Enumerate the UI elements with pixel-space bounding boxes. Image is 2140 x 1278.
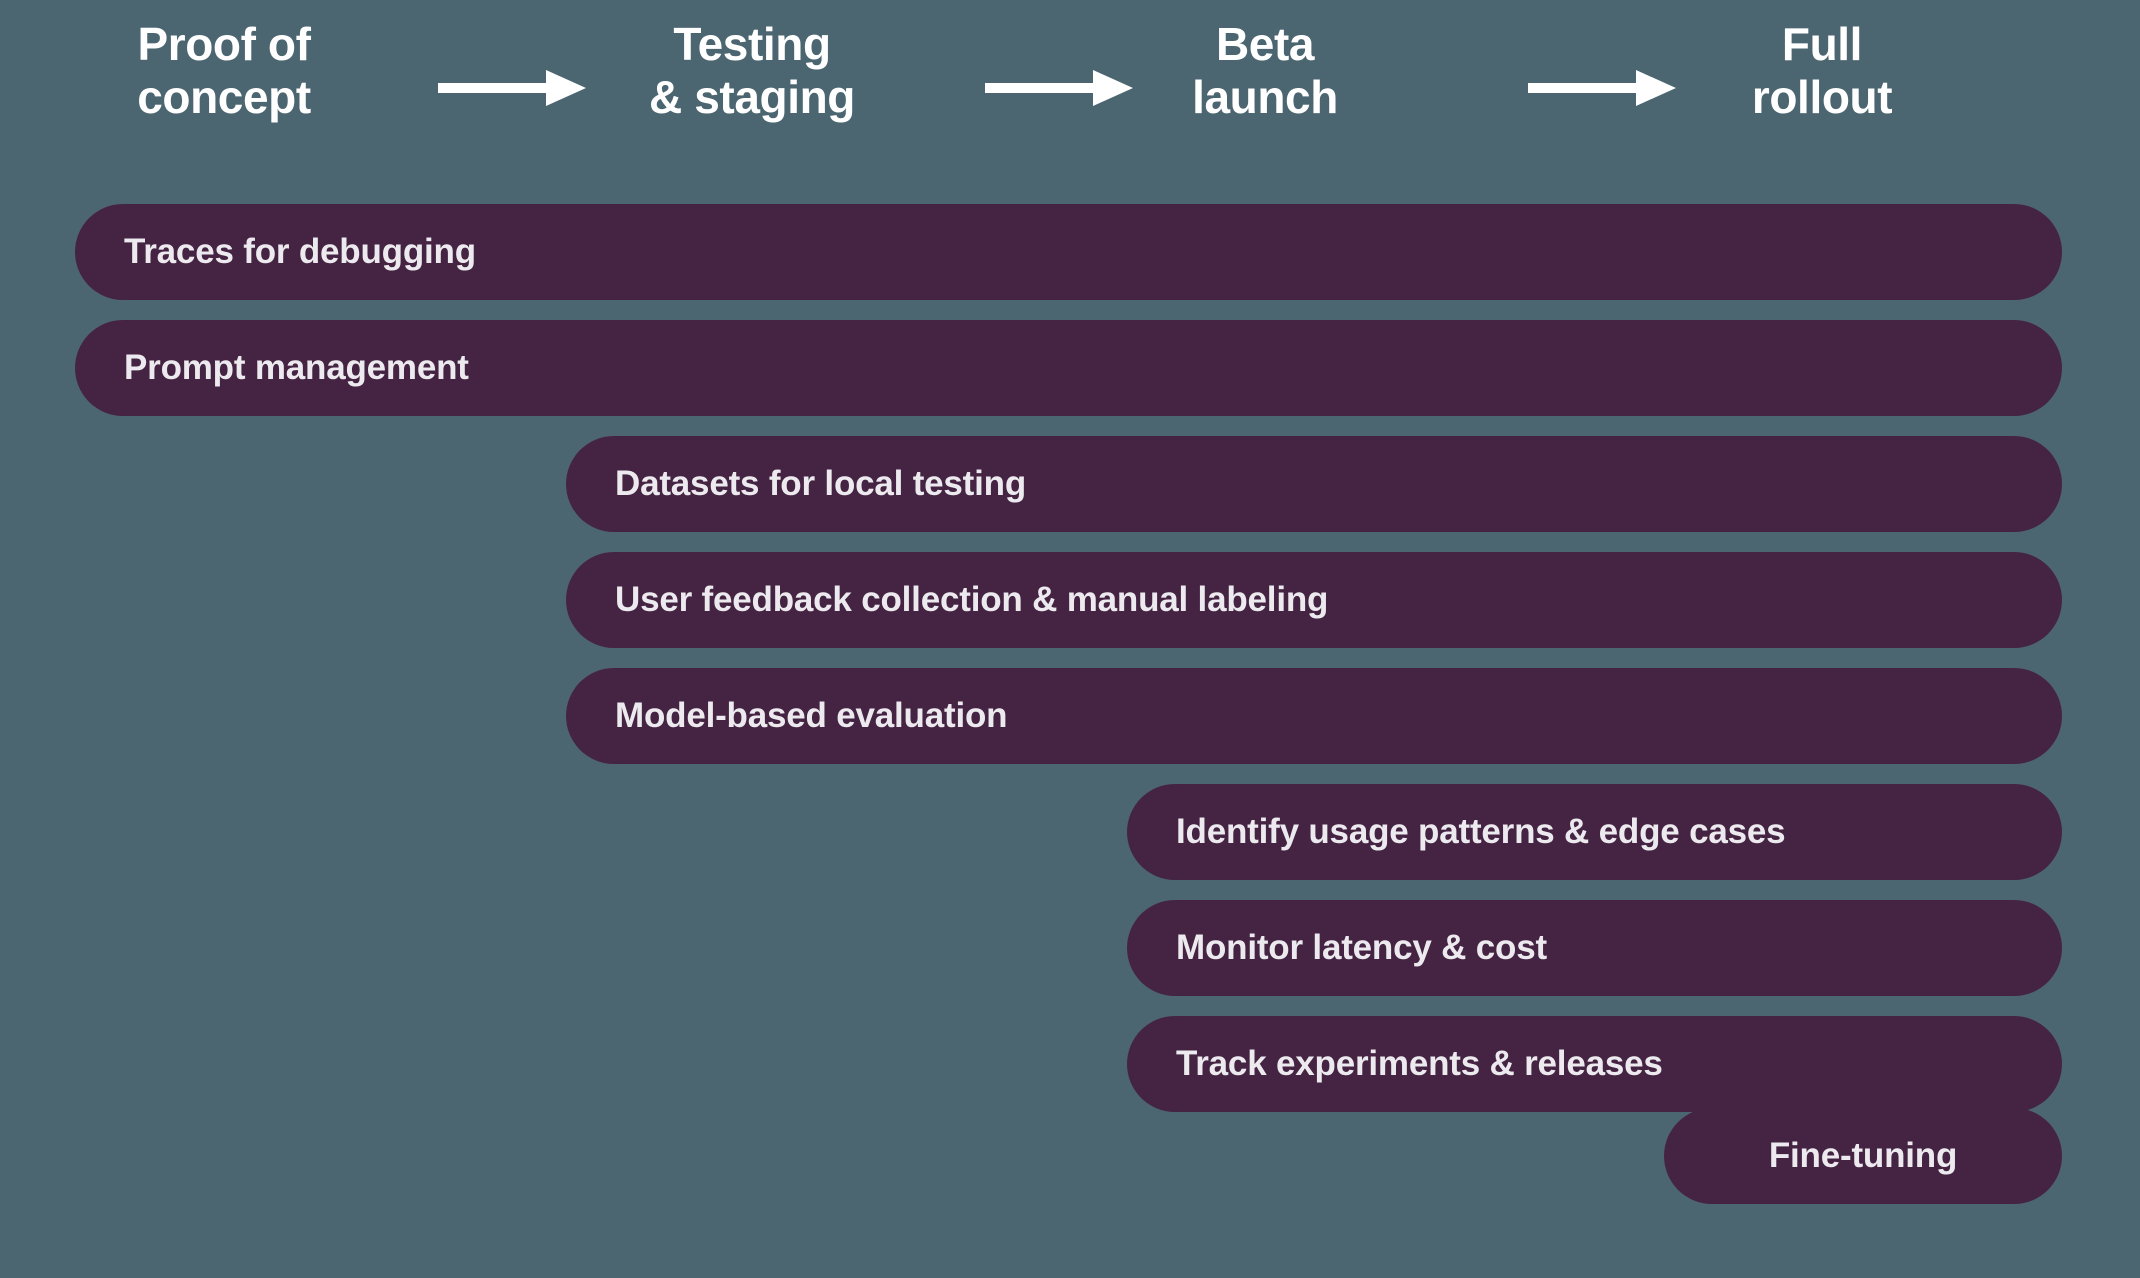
- capability-bar-label: Prompt management: [124, 348, 469, 387]
- arrow-right-icon: [1528, 66, 1676, 110]
- capability-bar-label: Monitor latency & cost: [1176, 928, 1547, 967]
- stage-label-beta-launch: Beta launch: [1192, 18, 1338, 124]
- capability-bar[interactable]: Track experiments & releases: [1127, 1016, 2062, 1112]
- capability-bar[interactable]: Traces for debugging: [75, 204, 2062, 300]
- capability-bar-label: User feedback collection & manual labeli…: [615, 580, 1329, 619]
- capability-bar[interactable]: Datasets for local testing: [566, 436, 2062, 532]
- capability-bar-label: Traces for debugging: [124, 232, 476, 271]
- capability-bar[interactable]: Prompt management: [75, 320, 2062, 416]
- capability-bar[interactable]: Monitor latency & cost: [1127, 900, 2062, 996]
- capability-bar-label: Identify usage patterns & edge cases: [1176, 812, 1786, 851]
- arrow-right-icon: [438, 66, 586, 110]
- capability-bar[interactable]: Fine-tuning: [1664, 1108, 2062, 1204]
- capability-bar-label: Track experiments & releases: [1176, 1044, 1663, 1083]
- capability-bar-label: Model-based evaluation: [615, 696, 1008, 735]
- stage-label-proof-of-concept: Proof of concept: [137, 18, 311, 124]
- capability-bar[interactable]: Model-based evaluation: [566, 668, 2062, 764]
- arrow-right-icon: [985, 66, 1133, 110]
- stage-label-full-rollout: Full rollout: [1751, 18, 1893, 124]
- capability-bar[interactable]: Identify usage patterns & edge cases: [1127, 784, 2062, 880]
- stage-label-testing-and-staging: Testing & staging: [649, 18, 855, 124]
- capability-bar-label: Datasets for local testing: [615, 464, 1027, 503]
- stage-header: Proof of concept Testing & staging Beta …: [0, 0, 2140, 180]
- capability-bar-label: Fine-tuning: [1768, 1136, 1958, 1175]
- capability-bar[interactable]: User feedback collection & manual labeli…: [566, 552, 2062, 648]
